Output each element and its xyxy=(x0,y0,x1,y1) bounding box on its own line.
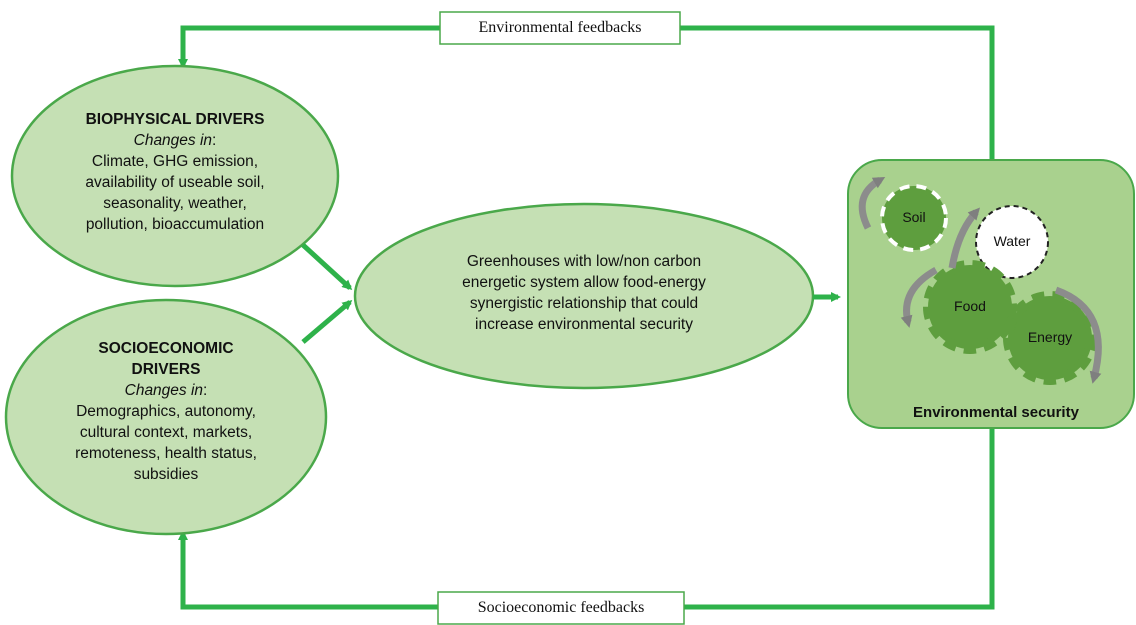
socioeconomic-drivers-ellipse xyxy=(4,298,328,536)
biophysical-drivers-title: BIOPHYSICAL DRIVERS xyxy=(85,111,265,128)
rotation-arrow-energy-icon xyxy=(1054,286,1102,384)
environmental-security-title: Environmental security xyxy=(913,404,1079,421)
socioeconomic-feedback-box xyxy=(437,591,685,625)
environmental-feedbacks-label: Environmental feedbacks xyxy=(478,19,642,36)
center-line: synergistic relationship that could xyxy=(469,295,699,312)
socioeconomic-drivers-title: SOCIOECONOMIC xyxy=(98,340,234,357)
socioeconomic-line: subsidies xyxy=(133,466,199,483)
biophysical-drivers-text: BIOPHYSICAL DRIVERS Changes in: Climate,… xyxy=(30,109,320,235)
socioeconomic-drivers-title-2: DRIVERS xyxy=(131,361,201,378)
socioeconomic-to-center-arrow xyxy=(301,300,353,344)
rotation-arrow-up-icon xyxy=(948,207,981,269)
biophysical-changes-in: Changes in: xyxy=(133,132,217,149)
biophysical-to-center-arrow xyxy=(301,243,353,291)
food-gear-label: Food xyxy=(954,298,986,314)
center-line: increase environmental security xyxy=(475,316,693,333)
environmental-feedback-box xyxy=(439,11,681,45)
soil-gear-icon xyxy=(880,184,948,252)
water-gear-label: Water xyxy=(993,233,1031,249)
center-text: Greenhouses with low/non carbon energeti… xyxy=(404,251,764,335)
socioeconomic-drivers-text: SOCIOECONOMIC DRIVERS Changes in: Demogr… xyxy=(21,338,311,485)
food-gear-icon xyxy=(923,260,1017,354)
biophysical-drivers-ellipse xyxy=(10,64,340,288)
biophysical-line: Climate, GHG emission, xyxy=(91,153,259,170)
biophysical-line: pollution, bioaccumulation xyxy=(85,216,265,233)
socioeconomic-feedbacks-label: Socioeconomic feedbacks xyxy=(477,599,645,616)
water-gear-icon xyxy=(975,205,1049,279)
center-line: Greenhouses with low/non carbon xyxy=(466,253,702,270)
biophysical-line: availability of useable soil, xyxy=(85,174,265,191)
biophysical-line: seasonality, weather, xyxy=(103,195,247,212)
energy-gear-icon xyxy=(1003,291,1097,385)
rotation-arrow-food-icon xyxy=(900,266,938,328)
socioeconomic-line: Demographics, autonomy, xyxy=(76,403,256,420)
center-line: energetic system allow food-energy xyxy=(462,274,706,291)
soil-gear-label: Soil xyxy=(902,209,926,225)
socioeconomic-line: cultural context, markets, xyxy=(79,424,253,441)
socioeconomic-line: remoteness, health status, xyxy=(75,445,257,462)
rotation-arrow-soil-icon xyxy=(858,176,886,230)
energy-gear-label: Energy xyxy=(1027,329,1073,345)
socioeconomic-changes-in: Changes in: xyxy=(124,382,208,399)
